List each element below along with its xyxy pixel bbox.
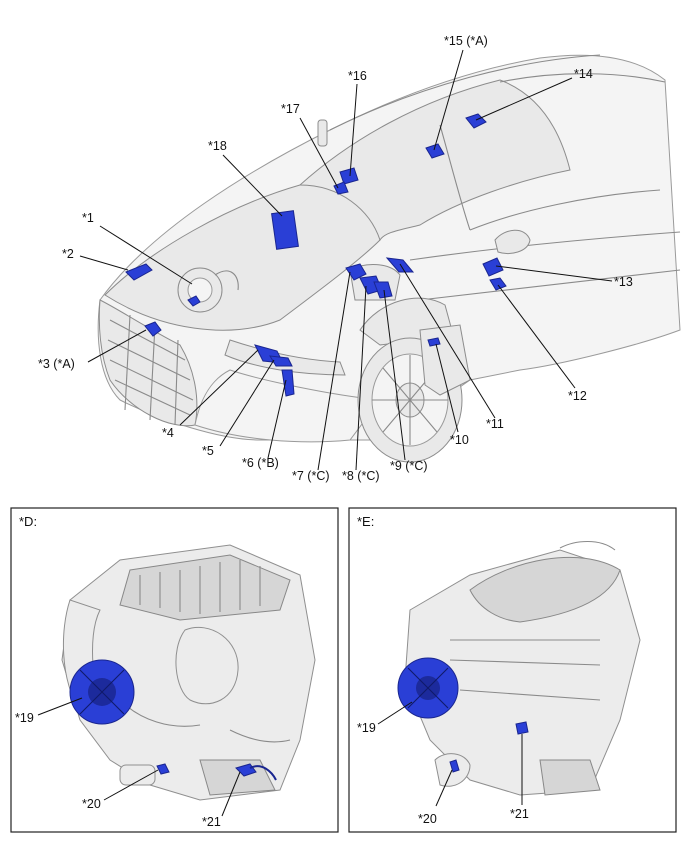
engine-d-illustration bbox=[61, 544, 316, 801]
panel-e-parts bbox=[397, 657, 529, 773]
label-7: *7 (*C) bbox=[292, 469, 330, 483]
leader-lines bbox=[79, 49, 613, 471]
panel-e-label-19: *19 bbox=[357, 721, 376, 735]
panel-e-frame bbox=[348, 507, 677, 833]
part-17 bbox=[333, 181, 349, 195]
panel-d-label-20: *20 bbox=[82, 797, 101, 811]
panel-d-parts bbox=[69, 659, 277, 781]
grille-pattern bbox=[107, 314, 194, 426]
callout-labels: *1 *2 *3 (*A) *4 *5 *6 (*B) *7 (*C) *8 (… bbox=[38, 34, 633, 483]
part-21-e bbox=[515, 721, 529, 735]
part-9 bbox=[373, 281, 393, 299]
label-16: *16 bbox=[348, 69, 367, 83]
part-1 bbox=[187, 295, 201, 307]
label-5: *5 bbox=[202, 444, 214, 458]
label-11: *11 bbox=[486, 417, 504, 431]
part-10 bbox=[427, 337, 441, 347]
panel-e-label-21: *21 bbox=[510, 807, 529, 821]
label-14: *14 bbox=[574, 67, 593, 81]
label-4: *4 bbox=[162, 426, 174, 440]
panel-d: *D: *19 *20 *21 bbox=[10, 507, 339, 833]
part-20-e bbox=[449, 759, 460, 773]
highlighted-parts bbox=[125, 113, 507, 397]
part-20-d bbox=[156, 763, 170, 775]
part-13 bbox=[482, 257, 504, 277]
part-7 bbox=[345, 263, 367, 281]
label-2: *2 bbox=[62, 247, 74, 261]
panel-e-title: *E: bbox=[357, 514, 374, 529]
label-9: *9 (*C) bbox=[390, 459, 428, 473]
label-6: *6 (*B) bbox=[242, 456, 279, 470]
part-3 bbox=[144, 321, 162, 337]
part-11 bbox=[385, 257, 415, 273]
part-15 bbox=[425, 143, 445, 159]
label-18: *18 bbox=[208, 139, 227, 153]
label-1: *1 bbox=[82, 211, 94, 225]
engine-e-illustration bbox=[404, 540, 641, 796]
panel-e-label-20: *20 bbox=[418, 812, 437, 826]
part-18 bbox=[271, 210, 299, 250]
panel-d-label-21: *21 bbox=[202, 815, 221, 829]
label-17: *17 bbox=[281, 102, 300, 116]
label-8: *8 (*C) bbox=[342, 469, 380, 483]
label-10: *10 bbox=[450, 433, 469, 447]
part-2 bbox=[125, 263, 153, 281]
panel-e: *E: *19 *20 *21 bbox=[348, 507, 677, 833]
panel-d-title: *D: bbox=[19, 514, 37, 529]
label-3: *3 (*A) bbox=[38, 357, 75, 371]
panel-d-frame bbox=[10, 507, 339, 833]
part-12 bbox=[489, 277, 507, 291]
part-5 bbox=[269, 355, 293, 367]
label-12: *12 bbox=[568, 389, 587, 403]
vehicle-illustration bbox=[97, 54, 681, 463]
part-16 bbox=[339, 167, 359, 185]
label-13: *13 bbox=[614, 275, 633, 289]
panel-d-label-19: *19 bbox=[15, 711, 34, 725]
label-15: *15 (*A) bbox=[444, 34, 488, 48]
